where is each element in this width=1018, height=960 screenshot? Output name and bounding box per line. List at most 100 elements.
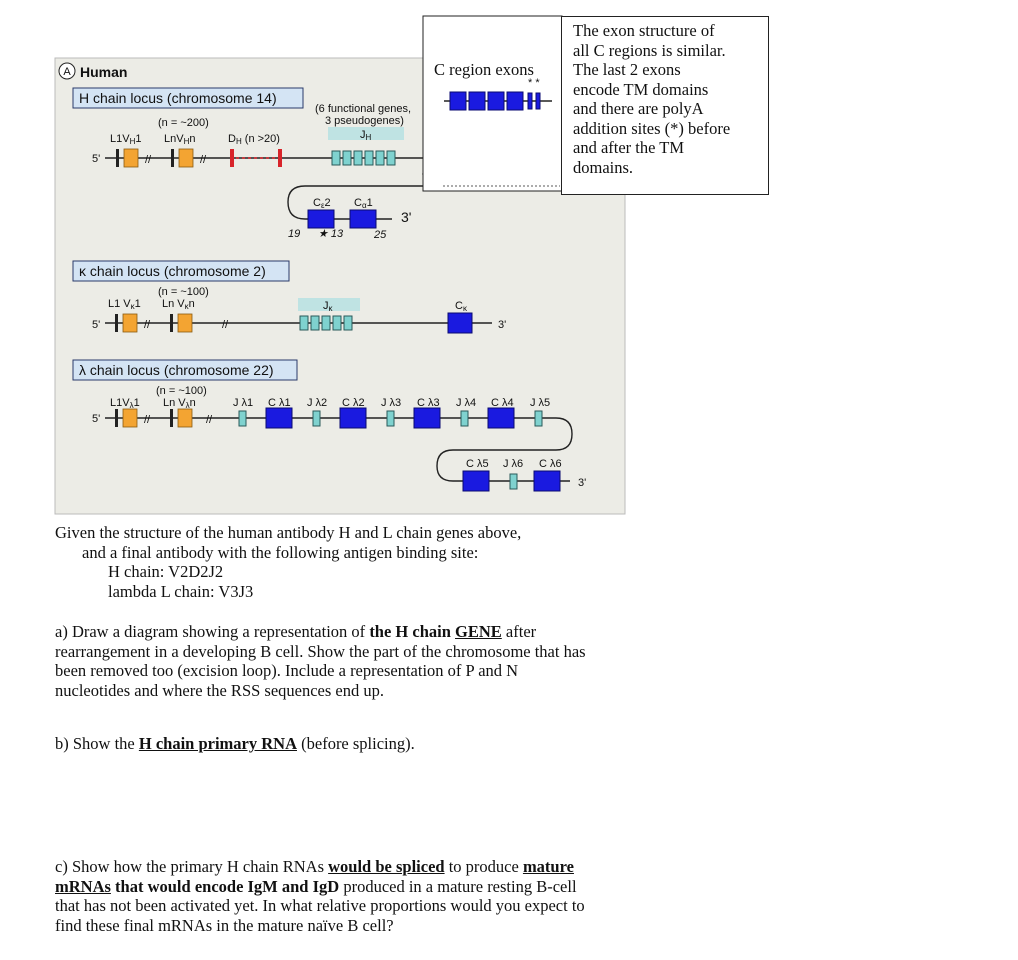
heavy-v-count: (n = ~200): [158, 117, 209, 129]
locus-figure: .lab { font-family:"Liberation Sans", sa…: [54, 15, 626, 515]
heavy-c-a1-label: Cα1: [354, 197, 373, 210]
heavy-break-2: //: [200, 154, 207, 166]
lambda-row1-segments: [238, 407, 543, 429]
heavy-title-box: [72, 87, 304, 109]
lambda-gene-label: J λ1: [233, 397, 253, 409]
lambda-row1-labels: J λ1 C λ1 J λ2 C λ2 J λ3 C λ3 J λ4 C λ4 …: [233, 397, 550, 409]
lambda-vn-segment: [177, 408, 193, 428]
heavy-break-1: //: [145, 154, 152, 166]
lambda-gene-label: C λ2: [342, 397, 365, 409]
question-a: a) Draw a diagram showing a representati…: [55, 622, 586, 700]
question-c: c) Show how the primary H chain RNAs wou…: [55, 857, 585, 935]
lambda-gene-label: C λ3: [417, 397, 440, 409]
lambda-title: λ chain locus (chromosome 22): [79, 362, 274, 378]
kappa-title-box: [72, 260, 290, 282]
heavy-dist-13: ★ 13: [318, 228, 344, 240]
species-label: Human: [80, 64, 127, 80]
kappa-j-label: Jκ: [323, 300, 334, 313]
c-exon-blocks: [449, 91, 541, 111]
kappa-c-label: Cκ: [455, 300, 468, 313]
intro-text: Given the structure of the human antibod…: [55, 523, 521, 601]
kappa-j-highlight: [298, 298, 360, 311]
heavy-dist-25: 25: [373, 229, 387, 241]
kappa-v1-segment: [122, 313, 138, 333]
svg-text://: //: [206, 414, 213, 426]
heavy-j-label: JH: [360, 129, 372, 142]
question-a-line: been removed too (excision loop). Includ…: [55, 661, 519, 680]
intro-line-1: Given the structure of the human antibod…: [55, 523, 522, 542]
heavy-dist-19: 19: [288, 228, 300, 240]
heavy-v1-segment: [123, 148, 139, 168]
svg-text://: //: [144, 414, 151, 426]
heavy-c-a1-gene: [349, 209, 377, 229]
heavy-title: H chain locus (chromosome 14): [79, 90, 277, 106]
lambda-v1-label: L1Vλ1: [110, 397, 140, 410]
note-line: The exon structure of: [573, 21, 715, 40]
kappa-v1-label: L1 Vκ1: [108, 298, 141, 311]
lambda-three-prime: 3': [578, 477, 586, 489]
kappa-v-count: (n = ~100): [158, 286, 209, 298]
lambda-title-box: [72, 359, 298, 381]
lambda-five-prime: 5': [92, 413, 100, 425]
question-c-line: that has not been activated yet. In what…: [55, 896, 585, 915]
exon-structure-note: The exon structure of all C regions is s…: [561, 16, 769, 195]
c-exon-stars: * *: [528, 77, 540, 89]
lambda-v-count: (n = ~100): [156, 385, 207, 397]
note-line: The last 2 exons: [573, 60, 681, 79]
note-line: all C regions is similar.: [573, 40, 726, 60]
heavy-leader-n: [171, 149, 174, 167]
heavy-v1-label: L1VH1: [110, 133, 141, 146]
heavy-vn-label: LnVHn: [164, 133, 195, 146]
lambda-gene-label: C λ1: [268, 397, 291, 409]
heavy-d-last: [278, 149, 282, 167]
kappa-vn-segment: [177, 313, 193, 333]
lambda-gene-label: J λ6: [503, 458, 523, 470]
heavy-j-note-2: 3 pseudogenes): [325, 115, 404, 127]
heavy-c-e2-gene: [307, 209, 335, 229]
svg-text://: //: [222, 319, 229, 331]
kappa-five-prime: 5': [92, 319, 100, 331]
note-line: and after the TM: [573, 138, 685, 157]
kappa-j-segments: [299, 315, 353, 331]
heavy-c-e2-label: Cε2: [313, 197, 331, 210]
lambda-gene-label: J λ4: [456, 397, 476, 409]
intro-h-chain: H chain: V2D2J2: [108, 562, 224, 581]
lambda-row2-segments: [462, 470, 561, 492]
heavy-leader-1: [116, 149, 119, 167]
heavy-loop-line: [287, 158, 561, 220]
lambda-row2-labels: C λ5 J λ6 C λ6: [466, 458, 562, 470]
heavy-j-highlight: [328, 127, 404, 140]
lambda-v1-segment: [122, 408, 138, 428]
question-c-line: find these final mRNAs in the mature naï…: [55, 915, 394, 935]
note-line: and there are polyA: [573, 99, 704, 118]
lambda-gene-label: J λ3: [381, 397, 401, 409]
note-line: encode TM domains: [573, 79, 709, 99]
lambda-gene-label: C λ4: [491, 397, 514, 409]
lambda-gene-label: J λ5: [530, 397, 550, 409]
svg-text://: //: [144, 319, 151, 331]
heavy-d-label: DH (n >20): [228, 133, 280, 146]
question-b: b) Show the H chain primary RNA (before …: [55, 734, 415, 753]
heavy-three-prime: 3': [401, 209, 411, 225]
note-line: addition sites (*) before: [573, 118, 731, 138]
panel-letter: A: [63, 66, 71, 78]
heavy-j-note-1: (6 functional genes,: [315, 103, 411, 115]
kappa-title: κ chain locus (chromosome 2): [79, 263, 266, 279]
intro-line-2: and a final antibody with the following …: [82, 542, 479, 562]
intro-l-chain: lambda L chain: V3J3: [108, 581, 254, 601]
heavy-d-first: [230, 149, 234, 167]
question-a-line: nucleotides and where the RSS sequences …: [55, 680, 385, 700]
lambda-vn-label: Ln Vλn: [163, 397, 196, 410]
note-line: domains.: [573, 157, 634, 177]
heavy-five-prime: 5': [92, 153, 100, 165]
question-a-line: rearrangement in a developing B cell. Sh…: [55, 641, 586, 661]
heavy-j-segments: [331, 150, 396, 166]
lambda-gene-label: C λ6: [539, 458, 562, 470]
kappa-c-gene: [447, 312, 473, 334]
c-exon-inset-title: C region exons: [434, 60, 534, 79]
lambda-gene-label: C λ5: [466, 458, 489, 470]
lambda-loop-line: [436, 417, 573, 482]
heavy-vn-segment: [178, 148, 194, 168]
kappa-vn-label: Ln Vκn: [162, 298, 195, 311]
lambda-gene-label: J λ2: [307, 397, 327, 409]
